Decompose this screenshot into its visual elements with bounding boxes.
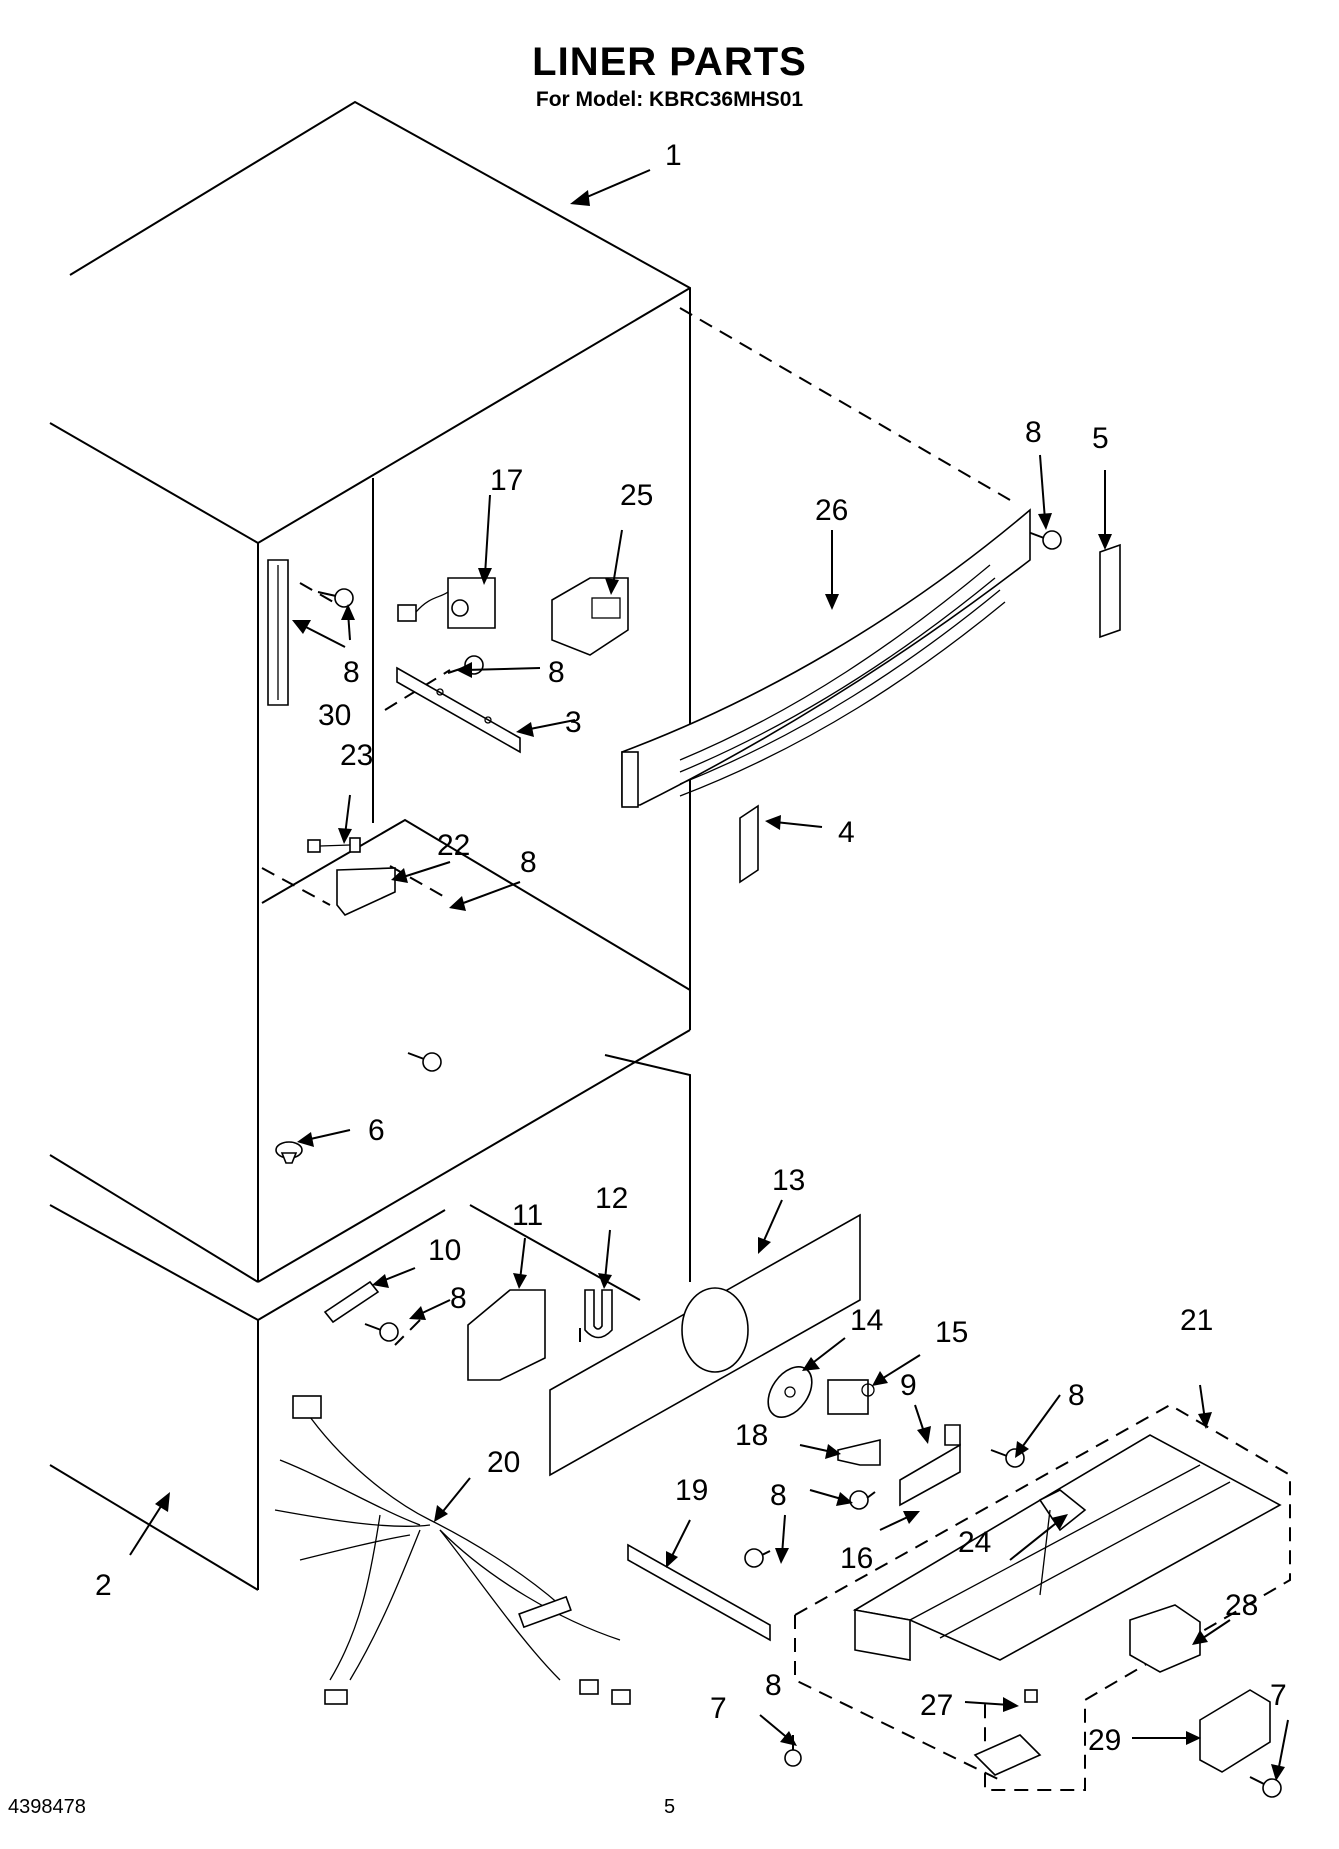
screw-icon	[364, 1322, 399, 1342]
callout-7b: 7	[1270, 1679, 1287, 1712]
callout-24: 24	[958, 1526, 991, 1559]
screw-icon	[1249, 1776, 1282, 1798]
part-27-heater	[973, 1689, 1042, 1776]
callout-8h: 8	[765, 1669, 782, 1702]
part-16-motor-bracket	[899, 1424, 961, 1507]
callout-30: 30	[318, 699, 351, 732]
callout-6: 6	[368, 1114, 385, 1147]
callout-8a: 8	[1025, 416, 1042, 449]
callout-12: 12	[595, 1182, 628, 1215]
part-3-bracket	[396, 666, 521, 754]
model-subtitle: For Model: KBRC36MHS01	[535, 88, 804, 111]
callout-8g: 8	[770, 1479, 787, 1512]
callout-8c: 8	[548, 656, 565, 689]
callout-16: 16	[840, 1542, 873, 1575]
part-4-clip	[739, 804, 759, 884]
callout-26: 26	[815, 494, 848, 527]
part-25-cover	[551, 577, 629, 656]
callout-3: 3	[565, 706, 582, 739]
part-20-wire-harness	[274, 1395, 631, 1705]
part-23-thermistor	[307, 837, 361, 853]
cabinet-upper	[49, 100, 691, 1283]
callout-2: 2	[95, 1569, 112, 1602]
callout-20: 20	[487, 1446, 520, 1479]
document-number: 4398478	[8, 1796, 86, 1818]
part-30-side-trim	[267, 559, 289, 706]
callout-15: 15	[935, 1316, 968, 1349]
callout-8f: 8	[1068, 1379, 1085, 1412]
screw-icon	[407, 1052, 442, 1072]
part-13-fan-shroud	[549, 1213, 861, 1477]
callout-14: 14	[850, 1304, 883, 1337]
callout-13: 13	[772, 1164, 805, 1197]
callout-21: 21	[1180, 1304, 1213, 1337]
screw-icon	[1027, 530, 1062, 550]
callout-18: 18	[735, 1419, 768, 1452]
callout-17: 17	[490, 464, 523, 497]
callout-10: 10	[428, 1234, 461, 1267]
part-10-bracket	[323, 1280, 380, 1324]
callout-25: 25	[620, 479, 653, 512]
callout-5: 5	[1092, 422, 1109, 455]
cabinet-lower	[49, 1054, 691, 1591]
callout-11: 11	[512, 1199, 543, 1232]
callout-1: 1	[665, 139, 682, 172]
part-22-light-socket	[336, 867, 396, 916]
callout-8e: 8	[450, 1282, 467, 1315]
part-29-cover	[1199, 1689, 1271, 1773]
callout-8b: 8	[343, 656, 360, 689]
page-number: 5	[663, 1796, 676, 1818]
part-19-bracket	[627, 1543, 771, 1642]
callout-23: 23	[340, 739, 373, 772]
part-11-insulation	[467, 1289, 546, 1381]
part-26-grille	[621, 508, 1031, 808]
callout-29: 29	[1088, 1724, 1121, 1757]
part-12-u-clip	[584, 1289, 613, 1339]
screw-icon	[849, 1490, 876, 1510]
callout-28: 28	[1225, 1589, 1258, 1622]
part-15-fan-motor	[827, 1379, 875, 1415]
callout-22: 22	[437, 829, 470, 862]
callout-8d: 8	[520, 846, 537, 879]
callout-9: 9	[900, 1369, 917, 1402]
part-17-damper-control	[397, 577, 496, 629]
callout-7a: 7	[710, 1692, 727, 1725]
leader-arrows	[129, 169, 1289, 1781]
part-18-bracket	[837, 1438, 881, 1466]
callout-4: 4	[838, 816, 855, 849]
part-5-block	[1099, 543, 1121, 639]
part-28-insulation-block	[1129, 1604, 1201, 1673]
callout-27: 27	[920, 1689, 953, 1722]
diagram-title: LINER PARTS	[532, 40, 807, 84]
part-6-plug	[275, 1141, 303, 1164]
callout-19: 19	[675, 1474, 708, 1507]
callout-labels: 1 2 3 4 5 6 7 7 8 8 8 8 8 8 8 8 9 10 11 …	[95, 139, 1287, 1757]
screw-icon	[317, 588, 354, 608]
screw-icon	[744, 1548, 771, 1568]
